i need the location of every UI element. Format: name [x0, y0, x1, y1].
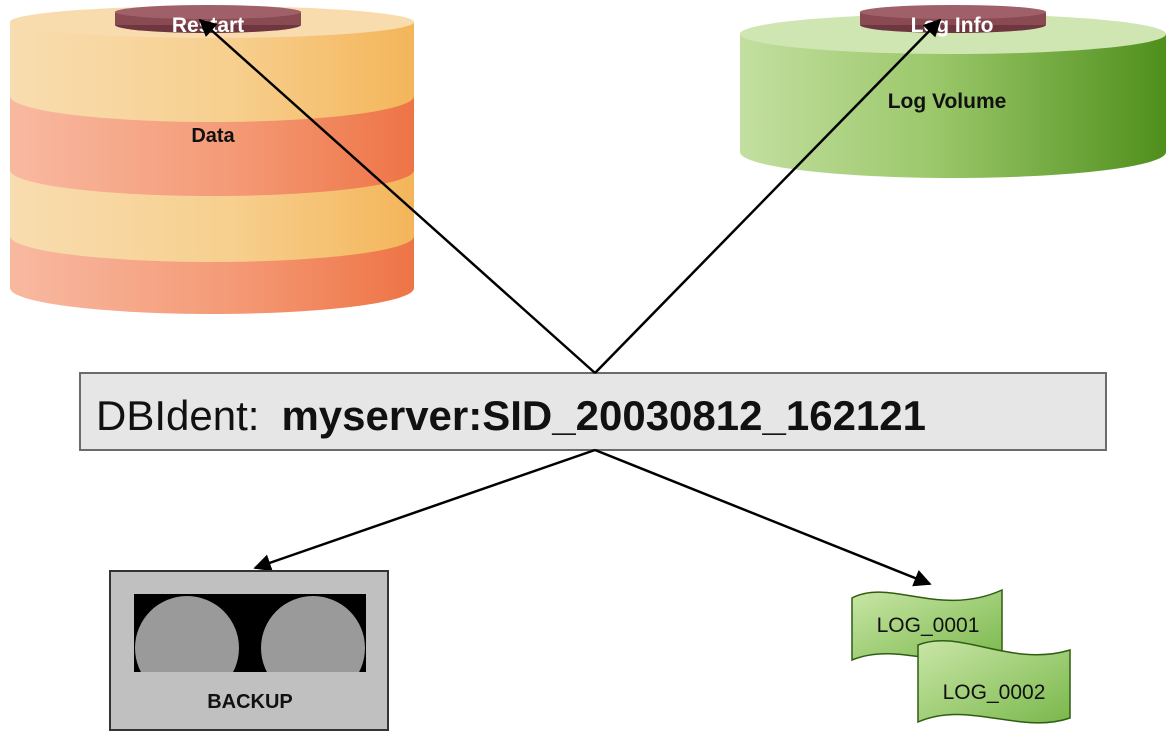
- dbident-text: DBIdent: myserver:SID_20030812_162121: [96, 392, 926, 439]
- log-info-label: Log Info: [911, 14, 994, 37]
- restart-tab: [115, 5, 301, 33]
- arrow-to-backup: [253, 448, 596, 572]
- dbident-prefix: DBIdent:: [96, 392, 259, 439]
- backup-label: BACKUP: [207, 691, 293, 713]
- dbident-box: [79, 372, 1107, 451]
- log-file-2-label: LOG_0002: [943, 681, 1046, 704]
- data-volume-cylinder: [10, 6, 414, 314]
- log-file-2: [917, 640, 1071, 724]
- log-file-1-label: LOG_0001: [877, 614, 980, 637]
- arrow-to-log-info: [594, 18, 942, 374]
- dbident-value: myserver:SID_20030812_162121: [281, 392, 926, 439]
- log-info-tab: [860, 5, 1046, 33]
- log-volume-label: Log Volume: [888, 90, 1007, 113]
- log-volume-cylinder: [740, 14, 1166, 178]
- arrow-to-restart: [198, 18, 596, 374]
- data-volume-label: Data: [191, 125, 235, 147]
- arrows: [198, 18, 942, 587]
- arrow-to-log-files: [594, 448, 932, 587]
- backup-device: [109, 570, 389, 731]
